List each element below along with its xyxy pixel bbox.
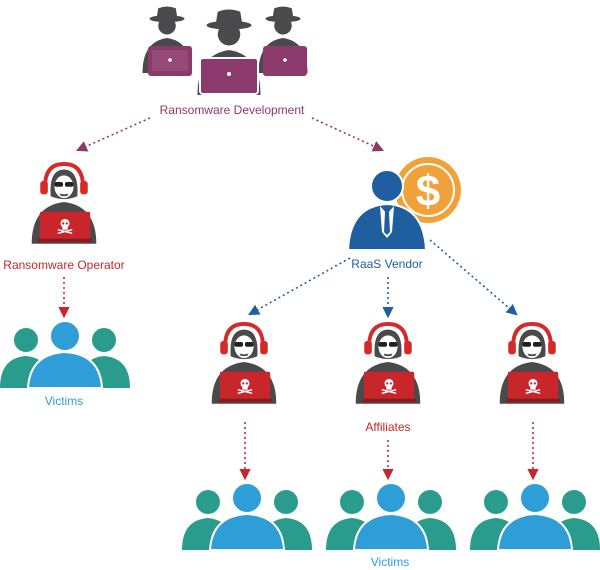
- raas-vendor-icon: $: [346, 157, 461, 251]
- arrow-vendor-to-affiliate-right: [429, 239, 518, 316]
- label-affiliates: Affiliates: [365, 420, 410, 434]
- victims-left-icon: [0, 320, 130, 388]
- affiliate-left-icon: [209, 322, 279, 404]
- developer-left-icon: [142, 6, 192, 76]
- victims-bottom-left-icon: [182, 482, 312, 550]
- label-victims-left: Victims: [45, 394, 83, 408]
- label-victims-bottom: Victims: [371, 555, 409, 569]
- arrow-vendor-to-affiliate-left: [248, 257, 351, 316]
- dollar-icon: $: [416, 167, 440, 216]
- victims-bottom-right-icon: [470, 482, 600, 550]
- affiliate-right-icon: [497, 322, 567, 404]
- developer-center-icon: [197, 9, 261, 95]
- arrow-dev-to-vendor: [311, 117, 385, 152]
- affiliate-center-icon: [353, 322, 423, 404]
- label-raas-vendor: RaaS Vendor: [351, 257, 422, 271]
- label-ransomware-development: Ransomware Development: [160, 103, 305, 117]
- label-ransomware-operator: Ransomware Operator: [3, 258, 124, 272]
- developer-right-icon: [258, 6, 308, 76]
- ransomware-operator-icon: [29, 162, 99, 244]
- developers-group: [142, 6, 308, 95]
- victims-bottom-center-icon: [326, 482, 456, 550]
- arrow-dev-to-operator: [75, 117, 151, 152]
